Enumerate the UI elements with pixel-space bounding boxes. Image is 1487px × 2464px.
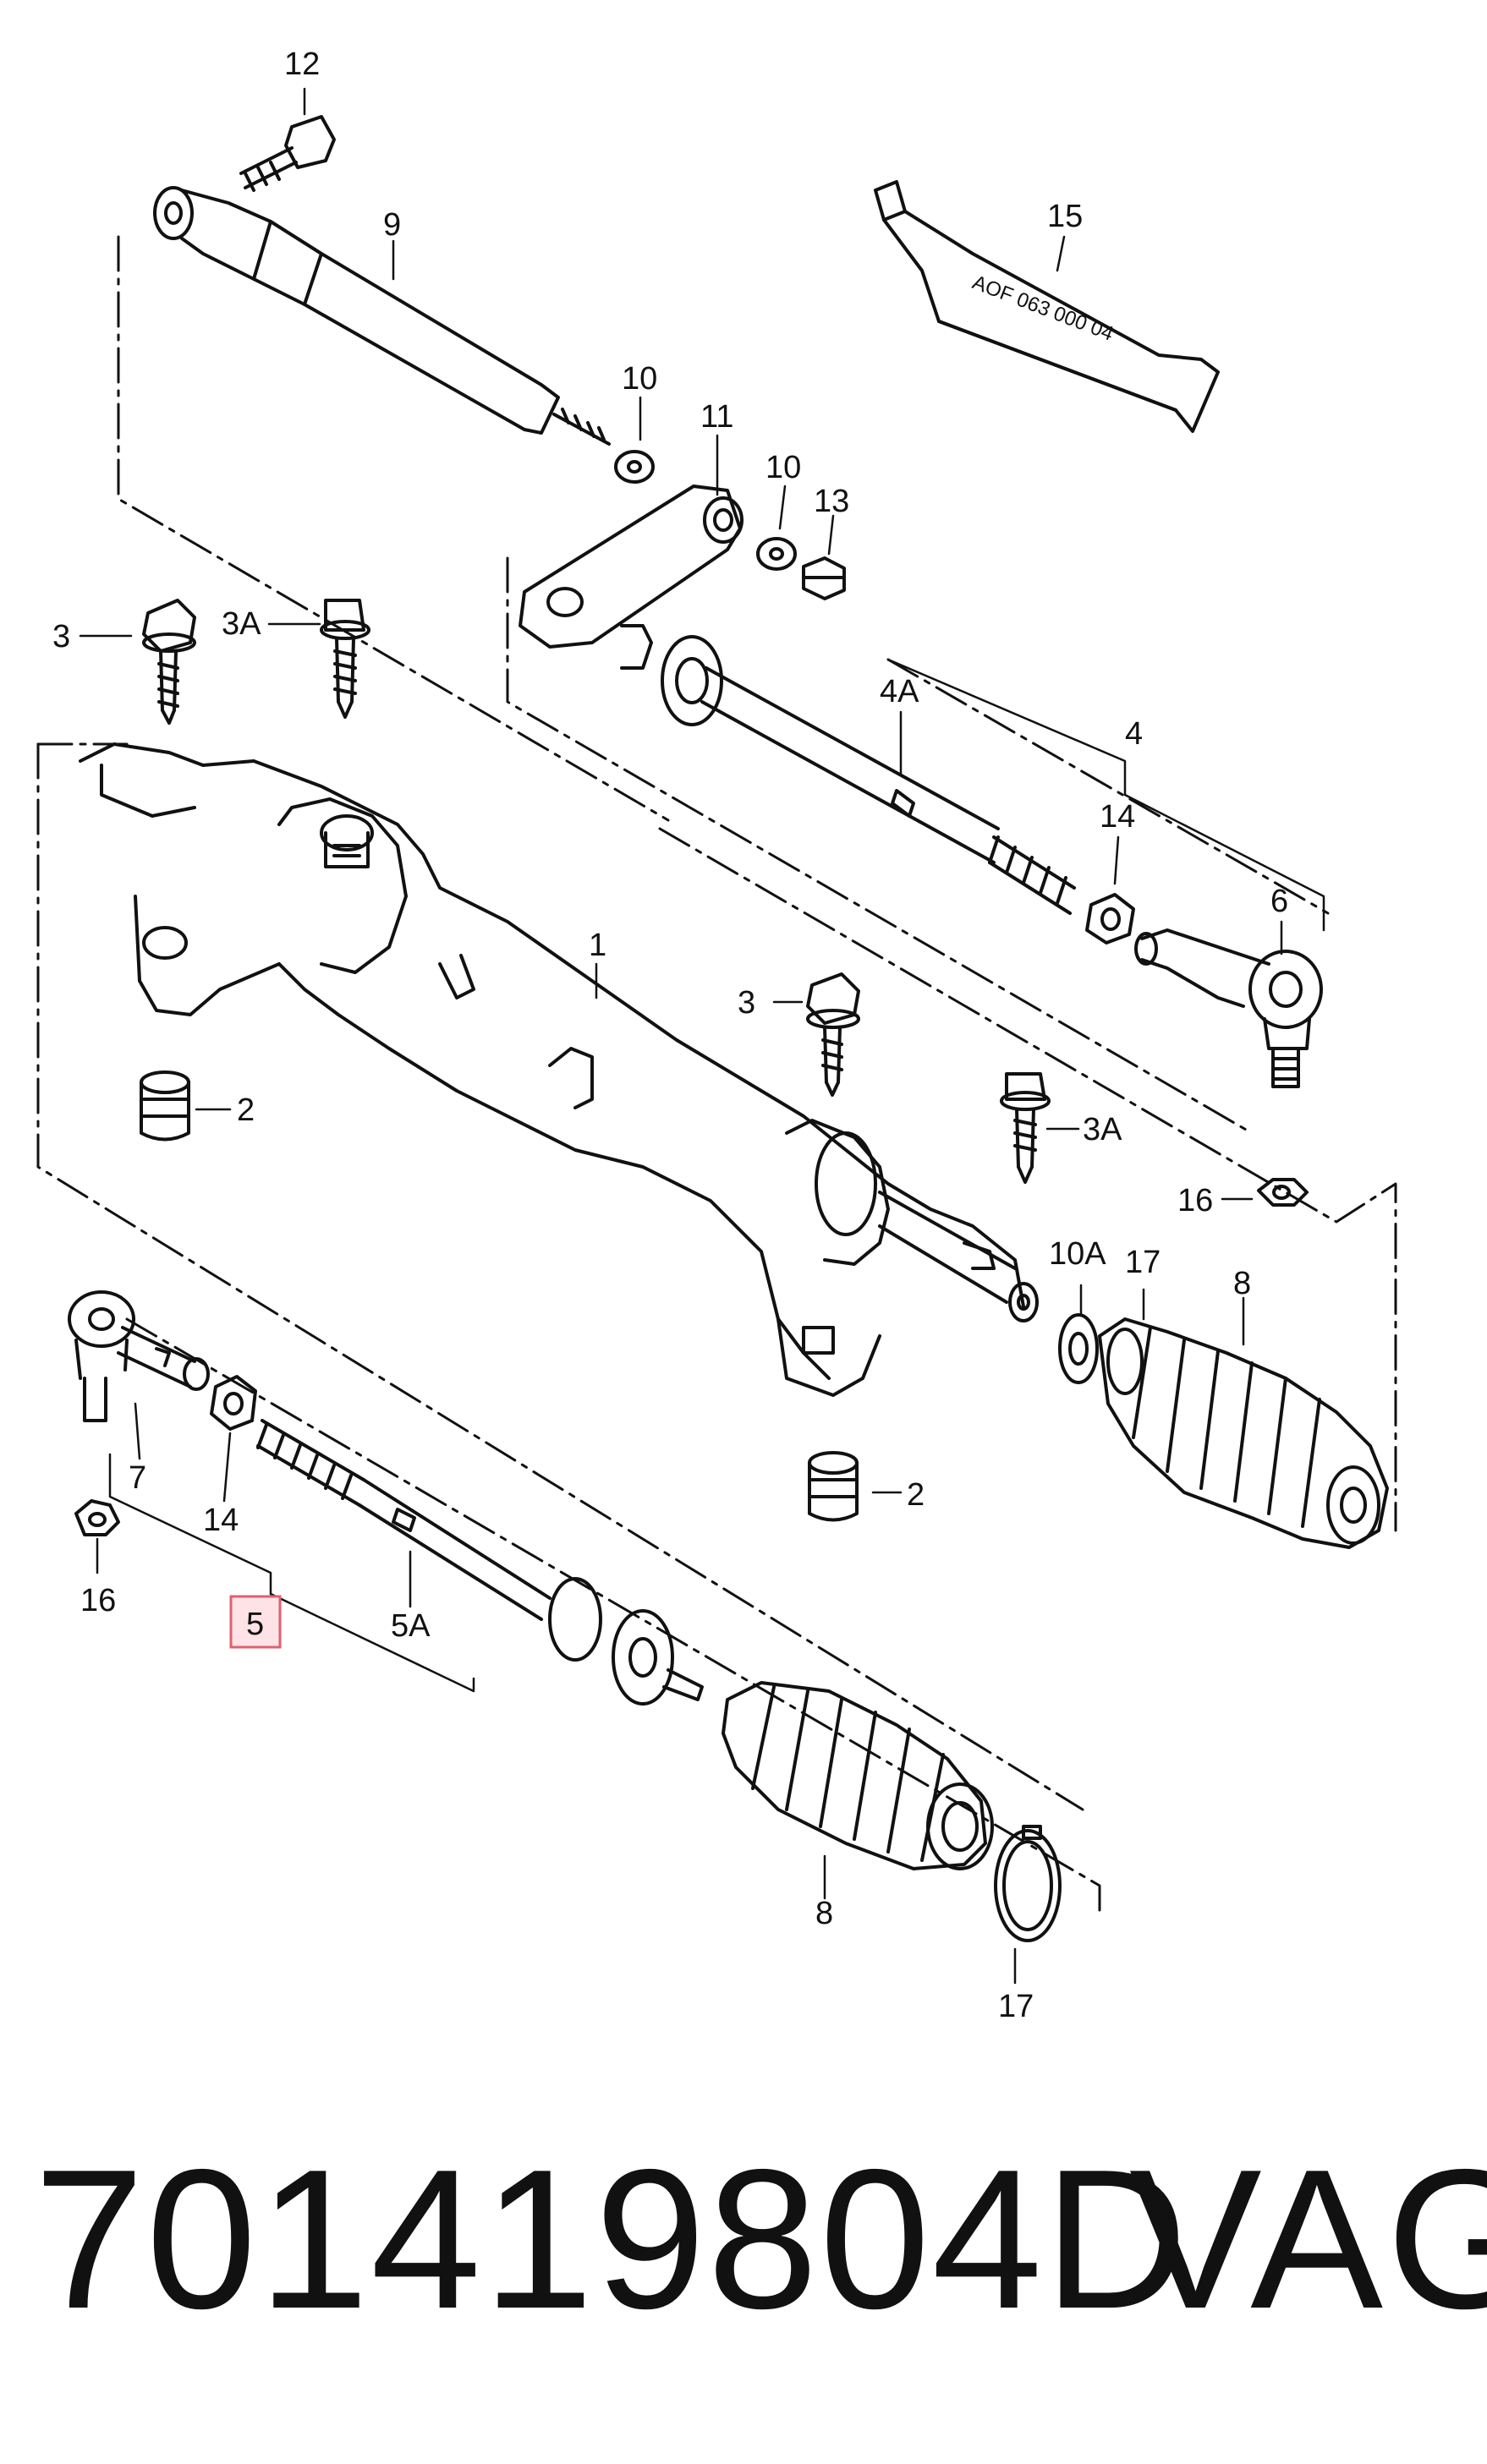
tie-rod-end-7 (68, 1290, 210, 1422)
assembly-outlines (36, 235, 1397, 1913)
grease-tube-15 (874, 180, 1220, 433)
bolt-12 (239, 115, 336, 192)
bolt-3A-middle (1000, 1072, 1051, 1184)
callout-6: 6 (1270, 884, 1288, 919)
nut-14-lower (210, 1375, 257, 1431)
callout-4: 4 (1125, 716, 1143, 752)
nut-13 (802, 556, 846, 600)
nut-16-left (74, 1499, 120, 1536)
callout-12: 12 (284, 47, 320, 82)
leader-lines (79, 87, 1325, 1985)
steering-damper-9 (153, 186, 611, 446)
boot-8-lower (722, 1681, 994, 1870)
callout-3-middle: 3 (738, 985, 755, 1021)
tie-rod-end-6 (1134, 928, 1323, 1088)
callout-3-upper: 3 (52, 619, 70, 654)
callout-15: 15 (1047, 199, 1083, 234)
callout-3A-upper: 3A (222, 606, 261, 642)
brand-name: VAG (1129, 2127, 1487, 2350)
callout-17-upper: 17 (1125, 1245, 1161, 1280)
nut-14-upper (1085, 893, 1135, 945)
callout-2-left: 2 (237, 1092, 255, 1128)
callout-14-lower: 14 (203, 1503, 239, 1538)
callout-1: 1 (589, 928, 606, 963)
callout-7: 7 (129, 1460, 146, 1496)
callout-16-left: 16 (80, 1583, 116, 1618)
callout-8-upper: 8 (1233, 1266, 1251, 1301)
inner-tie-rod-5A (256, 1419, 704, 1706)
steering-rack-exploded-diagram: 12 9 15 10 11 10 13 3 3A 4A 4 14 6 1 3 2… (36, 47, 1397, 2024)
callout-4A: 4A (880, 674, 919, 709)
bracket-11 (519, 485, 744, 649)
part-number: 701419804D (34, 2127, 1189, 2350)
callout-8-lower: 8 (815, 1896, 833, 1931)
footer: 701419804D VAG (0, 2089, 1487, 2464)
callout-3A-middle: 3A (1083, 1112, 1122, 1147)
callout-16-right: 16 (1177, 1183, 1213, 1218)
washer-10-lower (756, 537, 797, 571)
nut-16-right (1257, 1178, 1309, 1207)
bushing-2-right (808, 1451, 859, 1522)
bolt-3-upper (142, 599, 196, 725)
callout-10A: 10A (1049, 1236, 1106, 1272)
callout-14-upper: 14 (1100, 799, 1135, 835)
callout-9: 9 (383, 207, 401, 243)
grease-tube-label: AOF 063 000 04 (969, 271, 1117, 345)
callout-labels: 12 9 15 10 11 10 13 3 3A 4A 4 14 6 1 3 2… (52, 47, 1288, 2024)
bushing-2-left (140, 1070, 190, 1142)
callout-11: 11 (700, 399, 733, 435)
washer-10A (1058, 1313, 1099, 1384)
boot-8-upper (1098, 1317, 1389, 1549)
callout-13: 13 (814, 484, 849, 519)
callout-2-right: 2 (907, 1477, 925, 1513)
bolt-3A-upper (320, 599, 370, 719)
callout-10-upper: 10 (622, 361, 657, 397)
callout-5-highlight (229, 1595, 282, 1649)
callout-10-lower: 10 (765, 450, 801, 485)
clamp-17-upper (1106, 1328, 1144, 1395)
callout-5: 5 (246, 1607, 264, 1642)
washer-10-upper (614, 450, 655, 484)
callout-5A: 5A (391, 1608, 431, 1644)
rack-housing-1 (79, 742, 1039, 1397)
callout-17-lower: 17 (998, 1989, 1034, 2024)
bolt-3-middle (806, 972, 860, 1097)
tie-rod-4 (620, 624, 1076, 915)
clamp-17-lower (994, 1825, 1062, 1942)
